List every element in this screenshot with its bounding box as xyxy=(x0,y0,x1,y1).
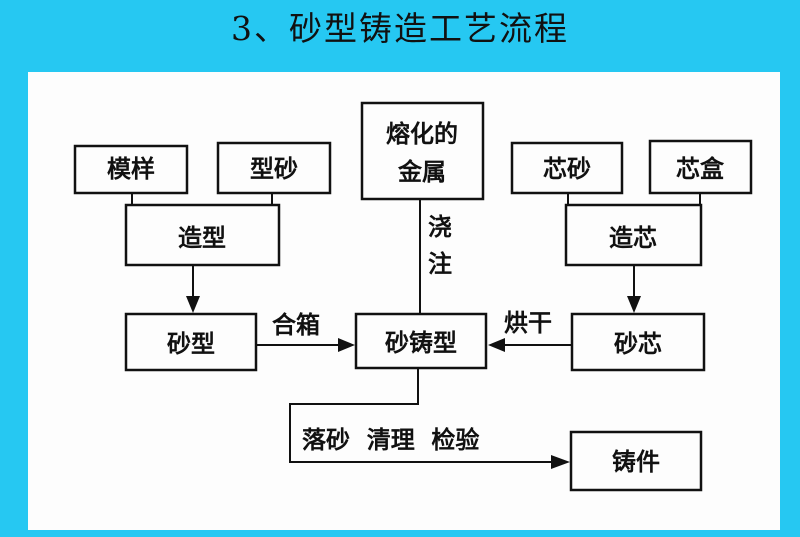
arrow-drying xyxy=(488,338,505,352)
sand-mold-box xyxy=(124,312,258,372)
molten-metal-label-2: 金属 xyxy=(397,158,446,186)
pattern-label: 模样 xyxy=(107,155,155,183)
sand-mold-label: 砂型 xyxy=(167,330,215,358)
molten-metal-box xyxy=(360,101,485,201)
molding-label: 造型 xyxy=(178,224,226,252)
casting-box xyxy=(569,430,703,492)
sand-core-label: 砂芯 xyxy=(614,330,662,358)
pouring-label-1: 浇 xyxy=(428,213,452,241)
coremaking-label: 造芯 xyxy=(609,224,657,252)
core-box-label: 芯盒 xyxy=(676,155,725,183)
connector-finishing xyxy=(289,368,553,463)
diagram-panel xyxy=(28,72,780,530)
arrow-molding-sandmold xyxy=(186,296,200,313)
drying-label: 烘干 xyxy=(504,309,552,337)
close-box-label: 合箱 xyxy=(272,311,320,339)
pouring-label-2: 注 xyxy=(428,250,452,278)
molding-sand-box xyxy=(216,141,332,195)
molten-metal-label-1: 熔化的 xyxy=(386,120,458,148)
page-title: 3、砂型铸造工艺流程 xyxy=(231,9,569,48)
molding-sand-label: 型砂 xyxy=(250,155,298,183)
casting-mold-label: 砂铸型 xyxy=(385,329,457,357)
arrow-coremaking-sandcore xyxy=(627,296,641,313)
core-sand-label: 芯砂 xyxy=(543,155,591,183)
molding-box xyxy=(124,203,281,267)
arrow-close-box xyxy=(338,338,355,352)
arrow-finishing xyxy=(551,455,570,469)
finishing-label: 落砂 清理 检验 xyxy=(302,426,479,454)
sand-core-box xyxy=(570,312,706,372)
casting-label: 铸件 xyxy=(612,448,660,476)
